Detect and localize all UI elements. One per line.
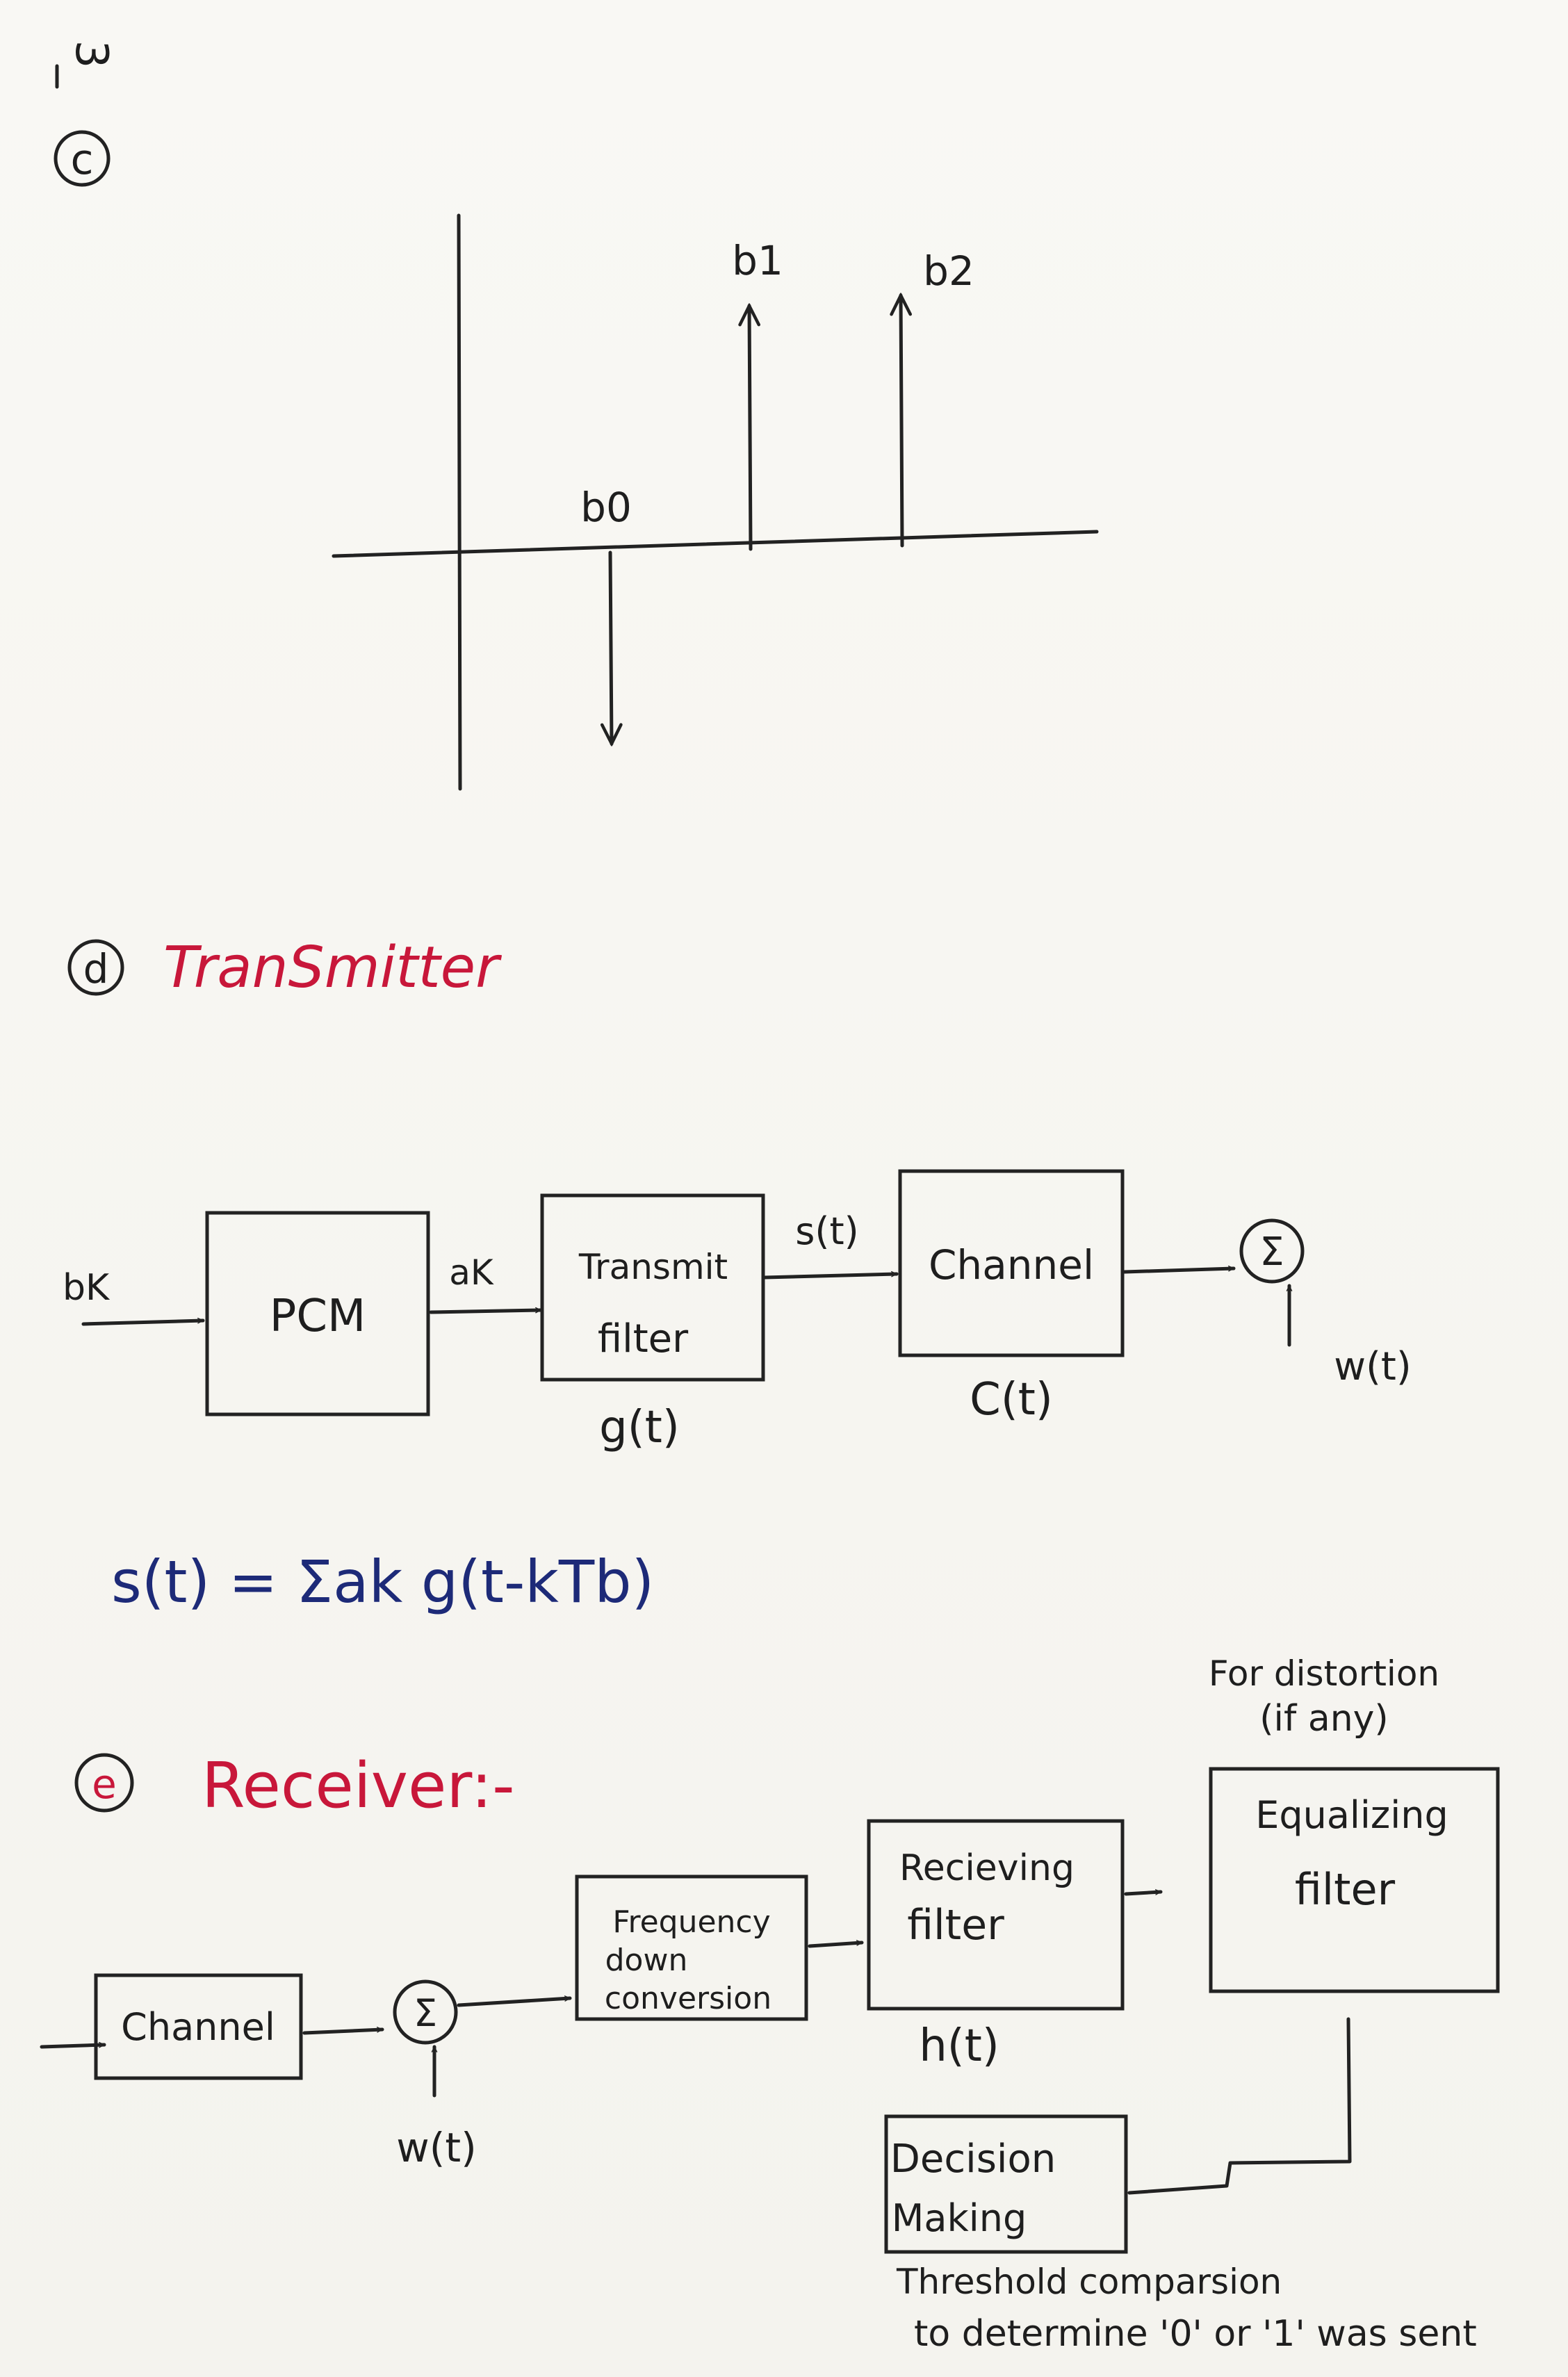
impulse-b0	[610, 550, 612, 744]
pcm-label: PCM	[270, 1291, 366, 1342]
impulse-plot: b0 b1 b2	[332, 213, 1099, 791]
section-d-marker: d	[67, 939, 124, 996]
threshold-note-2: to determine '0' or '1' was sent	[914, 2313, 1477, 2355]
arrow-filter-to-channel	[762, 1274, 899, 1280]
decision-label-2: Making	[892, 2196, 1027, 2240]
line-equalizer-to-decision	[1127, 2017, 1352, 2195]
equalizing-label-1: Equalizing	[1255, 1793, 1448, 1837]
arrow-freq-to-receiving	[808, 1943, 864, 1948]
distortion-note-1: For distortion	[1209, 1653, 1439, 1694]
impulse-b1	[749, 306, 751, 551]
rx-wt-label: w(t)	[396, 2124, 476, 2171]
transmit-filter-label-2: filter	[598, 1316, 689, 1362]
receiving-filter-block	[867, 1819, 1125, 2011]
st-label: s(t)	[795, 1209, 858, 1253]
arrow-channel-to-sum	[302, 2029, 384, 2035]
channel-label: Channel	[929, 1241, 1094, 1289]
arrow-sum-to-freq	[457, 1998, 572, 2007]
x-axis	[332, 530, 1099, 558]
distortion-note-2: (if any)	[1259, 1698, 1388, 1740]
y-axis	[457, 213, 462, 791]
pcm-block	[205, 1211, 430, 1416]
section-c-marker-label: c	[71, 136, 94, 184]
section-c-marker: c	[54, 130, 111, 187]
freq-down-conversion-block	[575, 1874, 808, 2021]
section-d-marker-label: d	[83, 945, 109, 993]
transmit-filter-block	[540, 1193, 765, 1382]
equalizing-filter-block	[1209, 1767, 1500, 1993]
question-number: 3	[65, 40, 117, 69]
arrow-pcm-to-filter	[429, 1310, 543, 1314]
freq-label-1: Frequency	[612, 1904, 770, 1940]
arrow-bk-to-pcm	[81, 1321, 205, 1326]
receiving-label-1: Recieving	[899, 1847, 1075, 1889]
freq-label-3: conversion	[605, 1981, 771, 2016]
channel-block	[898, 1169, 1125, 1357]
bk-input-label: bK	[63, 1267, 111, 1309]
arrow-receiving-to-equalizer	[1124, 1892, 1163, 1896]
arrow-into-channel	[40, 2045, 106, 2049]
rx-channel-label: Channel	[121, 2005, 275, 2049]
rx-channel-block	[94, 1973, 303, 2080]
receiving-label-2: filter	[907, 1901, 1004, 1950]
decision-label-1: Decision	[890, 2137, 1056, 2182]
rx-summer-symbol: Σ	[414, 1991, 437, 2035]
ht-label: h(t)	[919, 2020, 999, 2072]
summer-symbol: Σ	[1259, 1230, 1284, 1275]
impulse-b0-label: b0	[580, 484, 632, 531]
receiver-block-diagram: Channel Σ w(t) Frequency down conversion…	[40, 1653, 1500, 2355]
arrow-channel-to-sum	[1122, 1268, 1236, 1274]
threshold-note-1: Threshold comparsion	[896, 2262, 1282, 2302]
section-e-marker: e	[74, 1753, 134, 1813]
section-e-marker-label: e	[92, 1761, 117, 1808]
gt-label: g(t)	[599, 1402, 680, 1453]
impulse-b2	[901, 295, 902, 548]
ak-label: aK	[449, 1252, 494, 1293]
impulse-b1-label: b1	[732, 237, 783, 284]
transmit-equation: s(t) = Σak g(t-kTb)	[111, 1548, 654, 1616]
ct-label: C(t)	[970, 1374, 1053, 1426]
transmitter-block-diagram: bK PCM aK Transmit filter g(t) s(t) Chan…	[63, 1169, 1412, 1453]
freq-label-2: down	[605, 1943, 688, 1978]
rx-summer-circle	[393, 1979, 458, 2045]
equalizing-label-2: filter	[1295, 1864, 1396, 1915]
decision-making-block	[884, 2114, 1128, 2254]
impulse-b2-label: b2	[923, 247, 974, 295]
summer-circle	[1239, 1218, 1305, 1284]
receiver-title: Receiver:-	[202, 1749, 515, 1822]
transmit-filter-label-1: Transmit	[578, 1247, 728, 1287]
transmitter-title: TranSmitter	[163, 935, 502, 1001]
wt-label: w(t)	[1334, 1344, 1411, 1389]
